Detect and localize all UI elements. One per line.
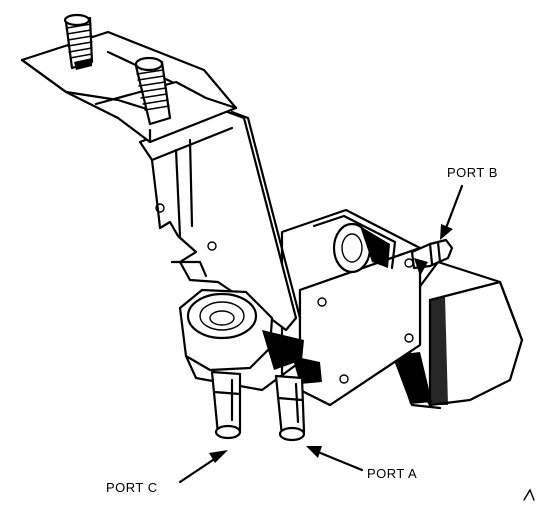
mounting-bracket [138, 108, 302, 332]
threaded-stud-left [63, 13, 94, 70]
port-c-pipe [210, 370, 242, 440]
port-a-label: PORT A [367, 466, 417, 481]
coil-box [280, 208, 422, 407]
port-c-arrowhead [209, 450, 228, 463]
nozzle-body [178, 288, 322, 392]
port-a-arrowhead [306, 446, 322, 458]
leader-arrows [178, 184, 464, 484]
corner-mark [523, 488, 535, 501]
port-b-arrowhead [440, 224, 453, 240]
port-a-pipe [274, 374, 306, 442]
port-c-label: PORT C [106, 480, 158, 495]
port-b-label: PORT B [447, 165, 498, 180]
solenoid-housing [390, 260, 524, 410]
threaded-stud-right [134, 56, 172, 126]
port-b-fitting [410, 238, 454, 276]
